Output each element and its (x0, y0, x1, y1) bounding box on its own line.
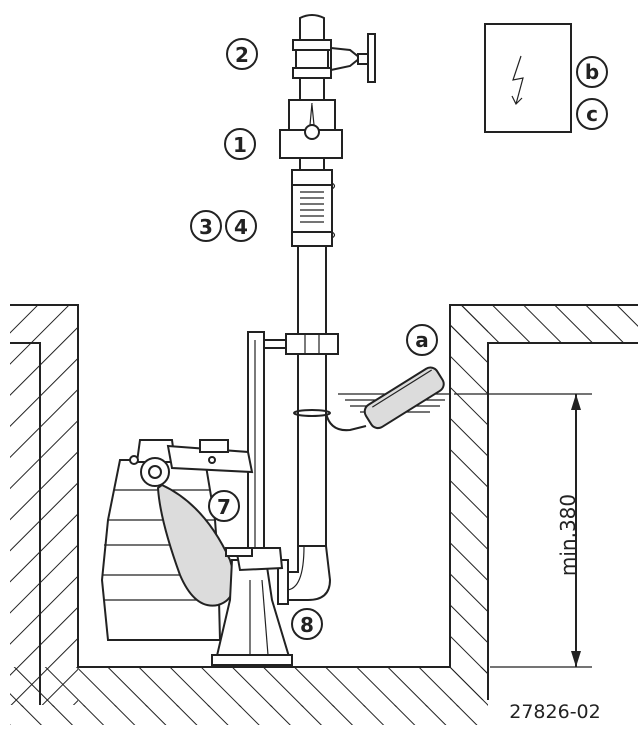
callout-8-label: 8 (300, 613, 314, 637)
callout-3: 3 (190, 210, 222, 242)
callout-2: 2 (226, 38, 258, 70)
callout-1-label: 1 (233, 133, 247, 157)
callout-7-label: 7 (217, 495, 231, 519)
callout-a: a (406, 324, 438, 356)
level-float-switch (325, 366, 445, 432)
callout-3-label: 3 (199, 215, 213, 239)
callout-b: b (576, 56, 608, 88)
callout-7: 7 (208, 490, 240, 522)
electrical-control-box (484, 23, 572, 133)
callout-4-label: 4 (234, 215, 248, 239)
callout-c: c (576, 98, 608, 130)
callout-4: 4 (225, 210, 257, 242)
callout-b-label: b (585, 60, 599, 84)
dimension-label: min.380 (556, 494, 580, 576)
callout-2-label: 2 (235, 43, 249, 67)
submersible-pump (100, 439, 293, 666)
min-height-dimension: min.380 (454, 393, 592, 668)
discharge-pipe (247, 14, 376, 605)
callout-1: 1 (224, 128, 256, 160)
callout-a-label: a (415, 328, 429, 352)
lightning-bolt-icon (511, 55, 524, 106)
drawing-number: 27826-02 (509, 701, 600, 723)
callout-c-label: c (586, 102, 598, 126)
callout-8: 8 (291, 608, 323, 640)
flex-hose-ribs (300, 191, 324, 223)
